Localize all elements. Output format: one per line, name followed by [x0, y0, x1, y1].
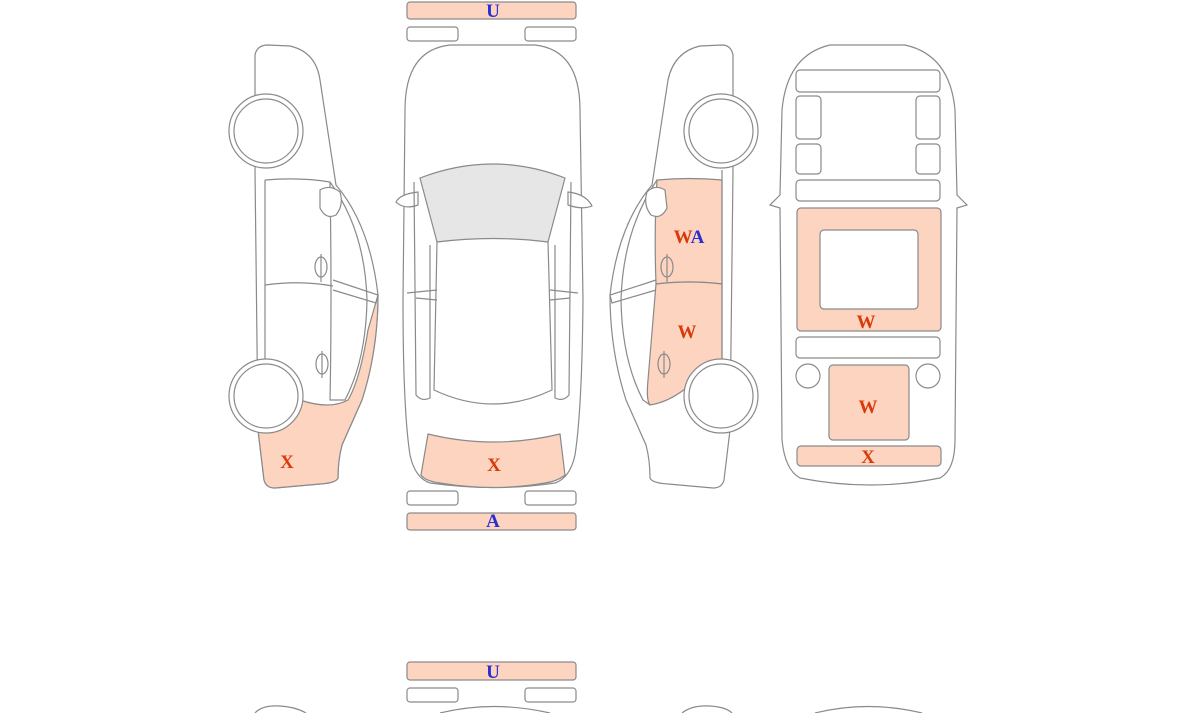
second-front-bumper-code: U — [486, 662, 500, 683]
rear-bumper-panel[interactable]: A — [406, 511, 577, 532]
underbody-mid-right-slot[interactable] — [915, 143, 941, 175]
right-mirror-line — [549, 289, 579, 301]
underbody-front-left-slot[interactable] — [795, 95, 822, 140]
top-view: X — [395, 44, 593, 489]
underbody-rear-center-code: W — [859, 397, 878, 418]
second-top-view-top — [439, 705, 551, 713]
underbody-rear-bar[interactable] — [795, 336, 941, 359]
second-front-left-light[interactable] — [406, 687, 459, 703]
underbody-mid-left-slot[interactable] — [795, 143, 822, 175]
underbody-right-round[interactable] — [915, 363, 941, 389]
right-mirror-arm — [609, 279, 657, 304]
left-rear-door-handle[interactable] — [315, 351, 329, 378]
right-pillar — [554, 181, 572, 401]
right-rear-door-panel[interactable] — [646, 281, 723, 406]
left-mirror[interactable] — [319, 186, 342, 218]
right-front-door-code-a: A — [691, 227, 705, 248]
underbody-left-round[interactable] — [795, 363, 821, 389]
underbody-center-panel[interactable]: W — [796, 207, 942, 333]
left-front-door-handle[interactable] — [314, 254, 328, 282]
right-front-wheel[interactable] — [683, 93, 759, 169]
right-side-view: WA W — [609, 44, 759, 489]
second-diagram: U — [254, 661, 923, 713]
second-right-side-top — [681, 705, 733, 713]
right-front-door-code-w: W — [674, 227, 693, 248]
left-door-frame — [264, 178, 368, 401]
second-left-side-top — [254, 705, 307, 713]
left-top-mirror[interactable] — [395, 191, 419, 208]
underbody-front-bar[interactable] — [795, 69, 941, 93]
right-front-door-code: WA — [674, 227, 705, 248]
left-rear-wheel[interactable] — [228, 358, 304, 434]
right-rear-wheel[interactable] — [683, 358, 759, 434]
front-right-light[interactable] — [524, 26, 577, 42]
underbody-rear-edge-panel[interactable]: X — [796, 445, 942, 468]
left-pillar — [413, 181, 431, 401]
front-left-light[interactable] — [406, 26, 459, 42]
right-top-mirror[interactable] — [567, 191, 593, 209]
underbody-rear-edge-code: X — [861, 447, 875, 468]
left-mirror-arm — [332, 279, 379, 304]
right-rear-door-code: W — [678, 322, 697, 343]
underbody-rear-center-panel[interactable]: W — [828, 364, 910, 441]
rear-right-light[interactable] — [524, 490, 577, 506]
right-mirror[interactable] — [645, 186, 668, 218]
second-front-right-light[interactable] — [524, 687, 577, 703]
left-front-wheel[interactable] — [228, 93, 304, 169]
front-bumper-panel[interactable]: U — [406, 1, 577, 22]
underbody-center-code: W — [857, 312, 876, 333]
underbody-cross-bar[interactable] — [795, 179, 941, 202]
left-side-view: X — [228, 44, 379, 489]
underbody-view: W W X — [768, 44, 969, 486]
right-rear-door-handle[interactable] — [657, 351, 671, 378]
rear-trunk-code: X — [487, 455, 501, 476]
rear-left-light[interactable] — [406, 490, 459, 506]
roof-outline — [433, 241, 553, 405]
rear-trunk-panel[interactable] — [420, 433, 566, 489]
left-rear-quarter-code: X — [280, 452, 294, 473]
rear-bumper-code: A — [486, 511, 500, 532]
left-door-split — [264, 282, 334, 287]
second-underbody-top — [814, 705, 923, 713]
left-mirror-line — [406, 289, 438, 301]
second-front-bumper-panel[interactable]: U — [406, 661, 577, 683]
windshield[interactable] — [419, 163, 566, 243]
right-front-door-handle[interactable] — [660, 254, 674, 282]
front-bumper-code: U — [486, 1, 500, 22]
underbody-front-right-slot[interactable] — [915, 95, 941, 140]
left-rear-quarter-panel[interactable] — [257, 294, 379, 489]
